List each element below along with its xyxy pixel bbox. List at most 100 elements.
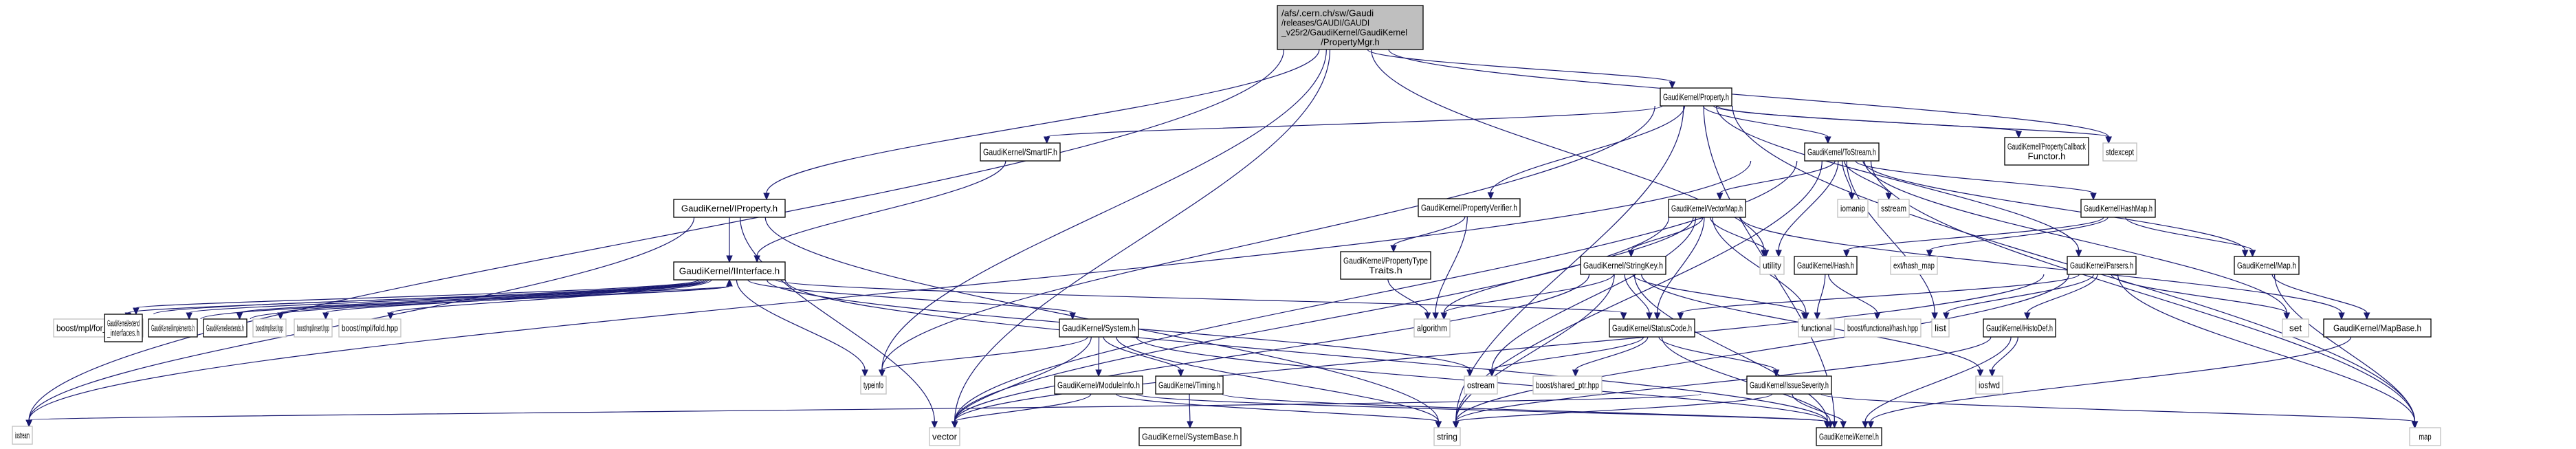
arrowhead-icon — [2338, 312, 2345, 320]
node-algorithm: algorithm — [1413, 318, 1451, 338]
node-mapbase[interactable]: GaudiKernel/MapBase.h — [2323, 318, 2432, 338]
arrowhead-icon — [387, 312, 394, 320]
node-propverifier[interactable]: GaudiKernel/PropertyVerifier.h — [1418, 198, 1521, 217]
edge-line — [1575, 336, 1649, 371]
node-label: boost/shared_ptr.hpp — [1536, 381, 1599, 391]
node-box — [1660, 87, 1732, 107]
arrowhead-icon — [1840, 421, 1847, 429]
node-statuscode[interactable]: GaudiKernel/StatusCode.h — [1609, 318, 1695, 338]
arrowhead-icon — [1620, 312, 1627, 320]
node-stringkey[interactable]: GaudiKernel/StringKey.h — [1580, 256, 1666, 275]
edge-vectormap-to-stringkey — [1627, 217, 1704, 258]
arrowhead-icon — [2090, 193, 2097, 201]
node-histodef[interactable]: GaudiKernel/HistoDef.h — [1983, 318, 2056, 338]
edge-line — [2111, 274, 2287, 314]
edge-tostream-to-vectormap — [1716, 160, 1836, 201]
node-iostream: iostream — [12, 426, 33, 445]
node-extends[interactable]: GaudiKernel/extends.h — [203, 318, 247, 338]
node-iinterface[interactable]: GaudiKernel/IInterface.h — [673, 261, 786, 281]
arrowhead-icon — [1885, 193, 1893, 201]
edge-line — [1712, 217, 1807, 314]
node-tostream[interactable]: GaudiKernel/ToStream.h — [1804, 142, 1880, 162]
arrowhead-icon — [133, 307, 140, 316]
node-label: GaudiKernel/StatusCode.h — [1612, 324, 1692, 333]
node-hashmap[interactable]: GaudiKernel/HashMap.h — [2080, 199, 2156, 218]
node-system[interactable]: GaudiKernel/System.h — [1059, 318, 1139, 338]
edge-root-to-iostream — [25, 49, 1285, 428]
node-smartif[interactable]: GaudiKernel/SmartIF.h — [980, 142, 1061, 162]
node-box — [1609, 318, 1695, 338]
edge-line — [881, 49, 1327, 371]
node-label: GaudiKernel/extends.h — [206, 324, 244, 333]
edge-iproperty-to-iinterface — [726, 217, 733, 263]
edge-line — [1862, 160, 2246, 251]
edge-line — [1946, 274, 2094, 314]
node-box — [2282, 318, 2309, 338]
node-extendif[interactable]: GaudiKernel/extend_interfaces.h — [104, 314, 143, 342]
node-list: list — [1931, 318, 1950, 338]
node-map: map — [2409, 427, 2441, 446]
edge-propverifier-to-proptypetraits — [1390, 216, 1466, 253]
edge-line — [1116, 336, 1439, 422]
node-iproperty[interactable]: GaudiKernel/IProperty.h — [673, 199, 786, 218]
node-timing[interactable]: GaudiKernel/Timing.h — [1155, 375, 1224, 395]
arrowhead-icon — [25, 419, 32, 428]
node-moduleinfo[interactable]: GaudiKernel/ModuleInfo.h — [1054, 375, 1143, 395]
node-label: GaudiKernel/PropertyType — [1343, 256, 1428, 266]
node-property[interactable]: GaudiKernel/Property.h — [1660, 87, 1732, 107]
arrowhead-icon — [1867, 421, 1874, 429]
node-label: GaudiKernel/Timing.h — [1158, 381, 1220, 391]
node-box — [1794, 256, 1858, 275]
node-label: /afs/.cern.ch/sw/Gaudi — [1281, 9, 1374, 19]
node-label: GaudiKernel/IssueSeverity.h — [1750, 381, 1829, 391]
edge-line — [1870, 336, 2352, 422]
arrowhead-icon — [1390, 245, 1397, 253]
edge-issueseverity-to-map — [1820, 393, 2419, 429]
arrowhead-icon — [2283, 312, 2291, 320]
node-box — [1580, 256, 1666, 275]
node-parsers[interactable]: GaudiKernel/Parsers.h — [2067, 256, 2137, 275]
edge-statuscode-to-issueseverity — [1658, 336, 1780, 377]
arrowhead-icon — [1653, 312, 1661, 320]
node-issueseverity[interactable]: GaudiKernel/IssueSeverity.h — [1746, 375, 1832, 395]
node-boosthash: boost/functional/hash.hpp — [1844, 318, 1922, 338]
arrowhead-icon — [322, 312, 329, 320]
edge-line — [1443, 274, 1614, 314]
edge-line — [135, 279, 700, 309]
edge-vectormap-to-mapbase — [1740, 217, 2345, 320]
edge-vectormap-to-utility — [1710, 217, 1770, 258]
edge-line — [1713, 105, 2019, 132]
node-label: vector — [932, 432, 957, 442]
node-vector: vector — [929, 427, 960, 446]
node-box — [1759, 256, 1785, 275]
edge-tostream-to-iomanip — [1842, 160, 1856, 201]
edge-line — [1189, 393, 1191, 422]
node-root[interactable]: /afs/.cern.ch/sw/Gaudi/releases/GAUDI/GA… — [1277, 5, 1424, 50]
node-map_h[interactable]: GaudiKernel/Map.h — [2234, 256, 2300, 275]
node-implements[interactable]: GaudiKernel/implements.h — [148, 318, 198, 338]
arrowhead-icon — [1931, 312, 1938, 320]
edge-line — [1455, 393, 1773, 422]
node-label: sstream — [1881, 204, 1906, 214]
edge-line — [1719, 160, 1836, 194]
edge-line — [2274, 274, 2416, 422]
arrowhead-icon — [1488, 369, 1495, 377]
edge-line — [28, 393, 1702, 421]
node-label: map — [2419, 432, 2431, 442]
node-box — [12, 426, 33, 445]
arrowhead-icon — [1827, 421, 1834, 429]
node-systembase[interactable]: GaudiKernel/SystemBase.h — [1138, 427, 1242, 446]
node-box — [1418, 198, 1521, 217]
edge-vectormap-to-statuscode — [1653, 217, 1705, 320]
node-kernel[interactable]: GaudiKernel/Kernel.h — [1816, 427, 1882, 446]
edge-statuscode-to-sharedptr — [1572, 336, 1649, 377]
node-hash[interactable]: GaudiKernel/Hash.h — [1794, 256, 1858, 275]
edge-line — [1491, 336, 1644, 371]
node-box — [1277, 5, 1424, 50]
arrowhead-icon — [2105, 136, 2112, 144]
arrowhead-icon — [1424, 312, 1431, 320]
node-vectormap[interactable]: GaudiKernel/VectorMap.h — [1668, 199, 1746, 218]
edge-line — [1846, 217, 2104, 251]
